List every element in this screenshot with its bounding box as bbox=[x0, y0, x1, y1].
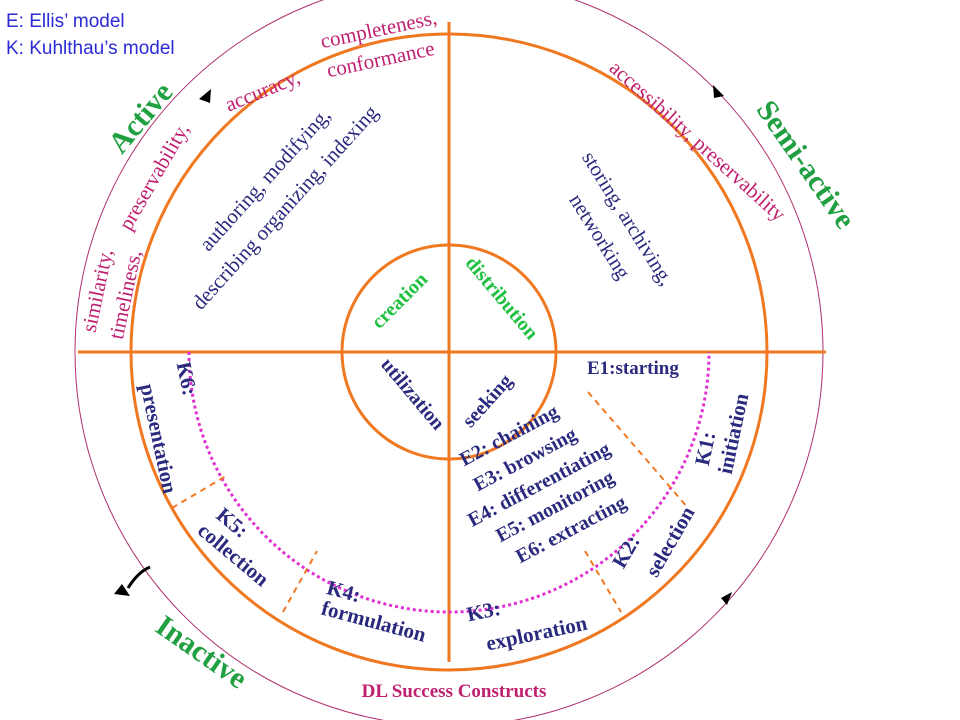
construct-accuracy: accuracy, bbox=[221, 65, 303, 117]
stage-separators bbox=[171, 391, 689, 613]
legend-ellis: E: Ellis’ model bbox=[6, 11, 125, 32]
kuhlthau-k2-name: selection bbox=[640, 502, 699, 581]
legend-kuhlthau: K: Kuhlthau’s model bbox=[6, 38, 175, 59]
arrow-head-top-left bbox=[199, 89, 211, 103]
phase-inactive: Inactive bbox=[150, 609, 254, 695]
arrow-head-bottom-right bbox=[721, 592, 732, 605]
kuhlthau-k3-label: K3: bbox=[465, 596, 503, 627]
kuhlthau-k4-name: formulation bbox=[319, 596, 429, 647]
kuhlthau-arc bbox=[187, 351, 711, 614]
kuhlthau-k2-label: K2: bbox=[607, 531, 645, 572]
ellis-e1: E1:starting bbox=[587, 358, 679, 379]
construct-accessibility: accessibility, preservability bbox=[605, 55, 791, 226]
legend: E: Ellis’ model K: Kuhlthau’s model bbox=[6, 8, 175, 62]
arrow-head-bottom-left bbox=[114, 584, 130, 596]
diagram-title: DL Success Constructs bbox=[362, 681, 547, 702]
arrow-curve-bottom-left bbox=[126, 565, 151, 589]
activity-describing: describing organizing, indexing bbox=[187, 100, 383, 314]
kuhlthau-k6-label: K6: bbox=[172, 360, 203, 398]
arrow-head-top-right bbox=[713, 85, 724, 98]
